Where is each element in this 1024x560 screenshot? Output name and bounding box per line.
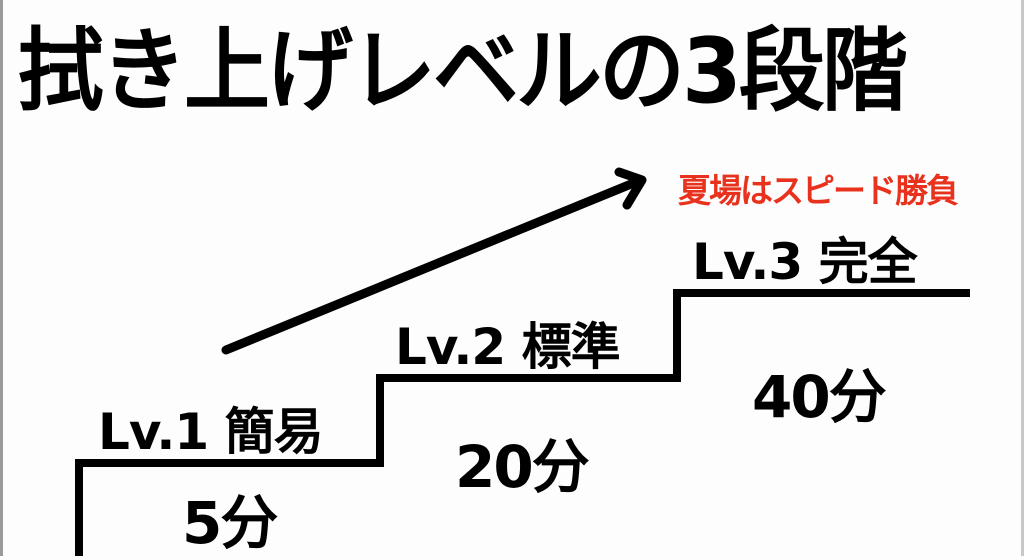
level-3-label: Lv.3 完全 [692,233,918,291]
left-border [0,0,3,556]
level-1-label: Lv.1 簡易 [98,403,324,461]
right-border [1021,0,1024,556]
page-title: 拭き上げレベルの3段階 [18,18,908,124]
level-2-label: Lv.2 標準 [395,318,621,376]
summer-speed-note: 夏場はスピード勝負 [678,171,959,210]
level-3-time: 40分 [752,363,887,431]
stair-line [75,289,970,556]
arrow-up-right-icon [221,167,647,355]
level-2-time: 20分 [455,433,590,501]
level-1-time: 5分 [182,489,278,557]
